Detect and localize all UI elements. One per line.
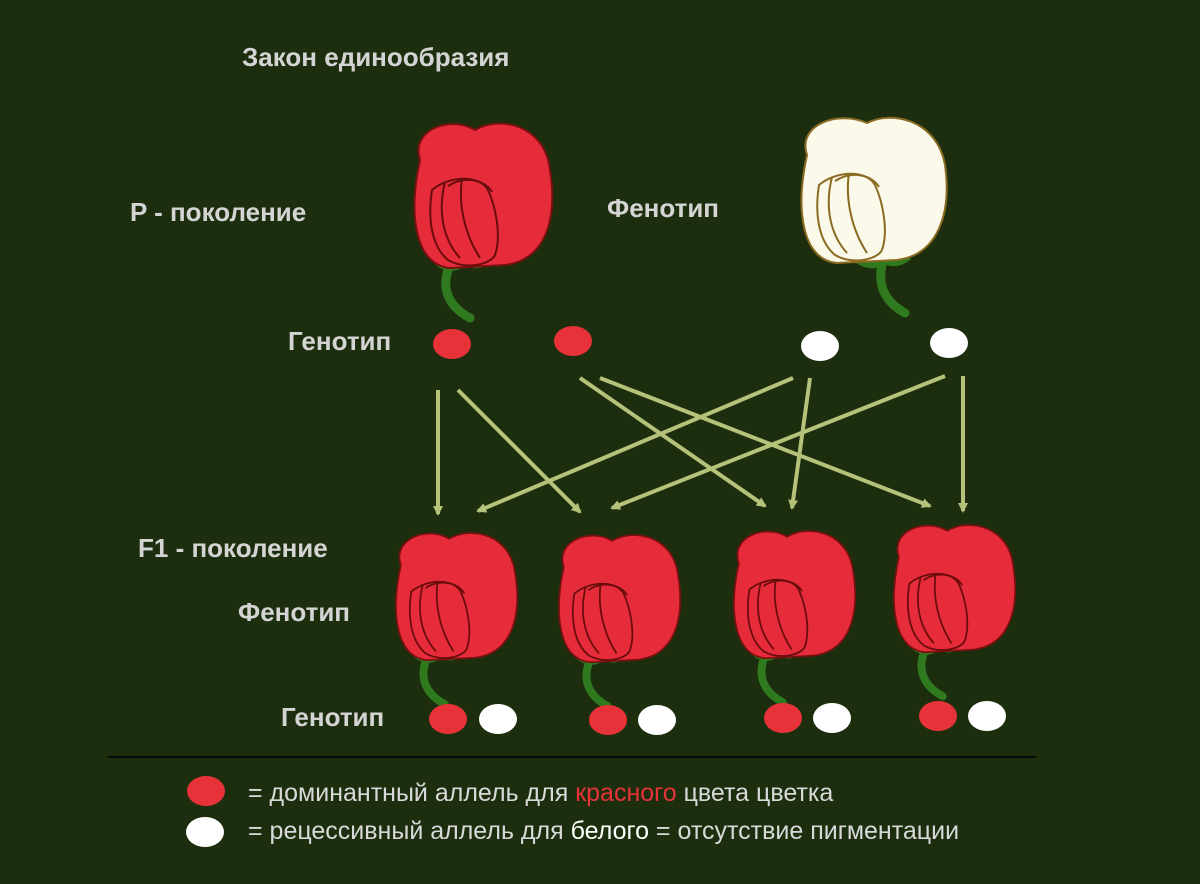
f1-phenotype-label: Фенотип [238, 597, 351, 627]
f1-flower-2 [559, 535, 680, 706]
p-allele-white-2 [930, 328, 968, 358]
f1-flower-3 [734, 531, 855, 702]
legend-recessive: = рецессивный аллель для белого = отсутс… [248, 817, 959, 846]
arrow [578, 376, 767, 508]
legend-recessive-highlight: белого [570, 817, 649, 845]
f1-genotype-1 [429, 704, 517, 734]
diagram-title: Закон единообразия [242, 42, 510, 72]
f1-flower-1 [396, 533, 517, 704]
f1-genotype-4 [919, 701, 1006, 731]
arrow [788, 377, 812, 510]
f1-genotype-label: Генотип [281, 702, 385, 732]
p-white-flower [802, 118, 947, 313]
f1-genotype-3 [764, 703, 851, 733]
arrow [610, 374, 946, 510]
legend-recessive-suffix: = отсутствие пигментации [648, 817, 960, 845]
legend-red-allele [187, 776, 225, 806]
p-red-flower [415, 123, 553, 318]
legend-dominant: = доминантный аллель для красного цвета … [248, 779, 833, 808]
legend-white-allele [186, 817, 224, 847]
p-allele-red-2 [554, 326, 592, 356]
legend-dominant-suffix: цвета цветка [676, 779, 834, 807]
inheritance-arrows [433, 374, 968, 516]
p-generation-label: P - поколение [130, 197, 307, 227]
legend-dominant-highlight: красного [575, 779, 677, 807]
legend-recessive-prefix: = рецессивный аллель для [248, 817, 571, 845]
f1-generation-label: F1 - поколение [138, 533, 328, 563]
f1-genotype-2 [589, 705, 676, 735]
p-phenotype-label: Фенотип [607, 193, 720, 223]
p-allele-red-1 [433, 329, 471, 359]
arrow [599, 376, 932, 508]
arrow [476, 376, 794, 513]
arrow [456, 388, 582, 514]
f1-flower-4 [894, 525, 1015, 696]
p-genotype-label: Генотип [288, 326, 392, 356]
p-allele-white-1 [801, 331, 839, 361]
legend-dominant-prefix: = доминантный аллель для [248, 779, 576, 807]
